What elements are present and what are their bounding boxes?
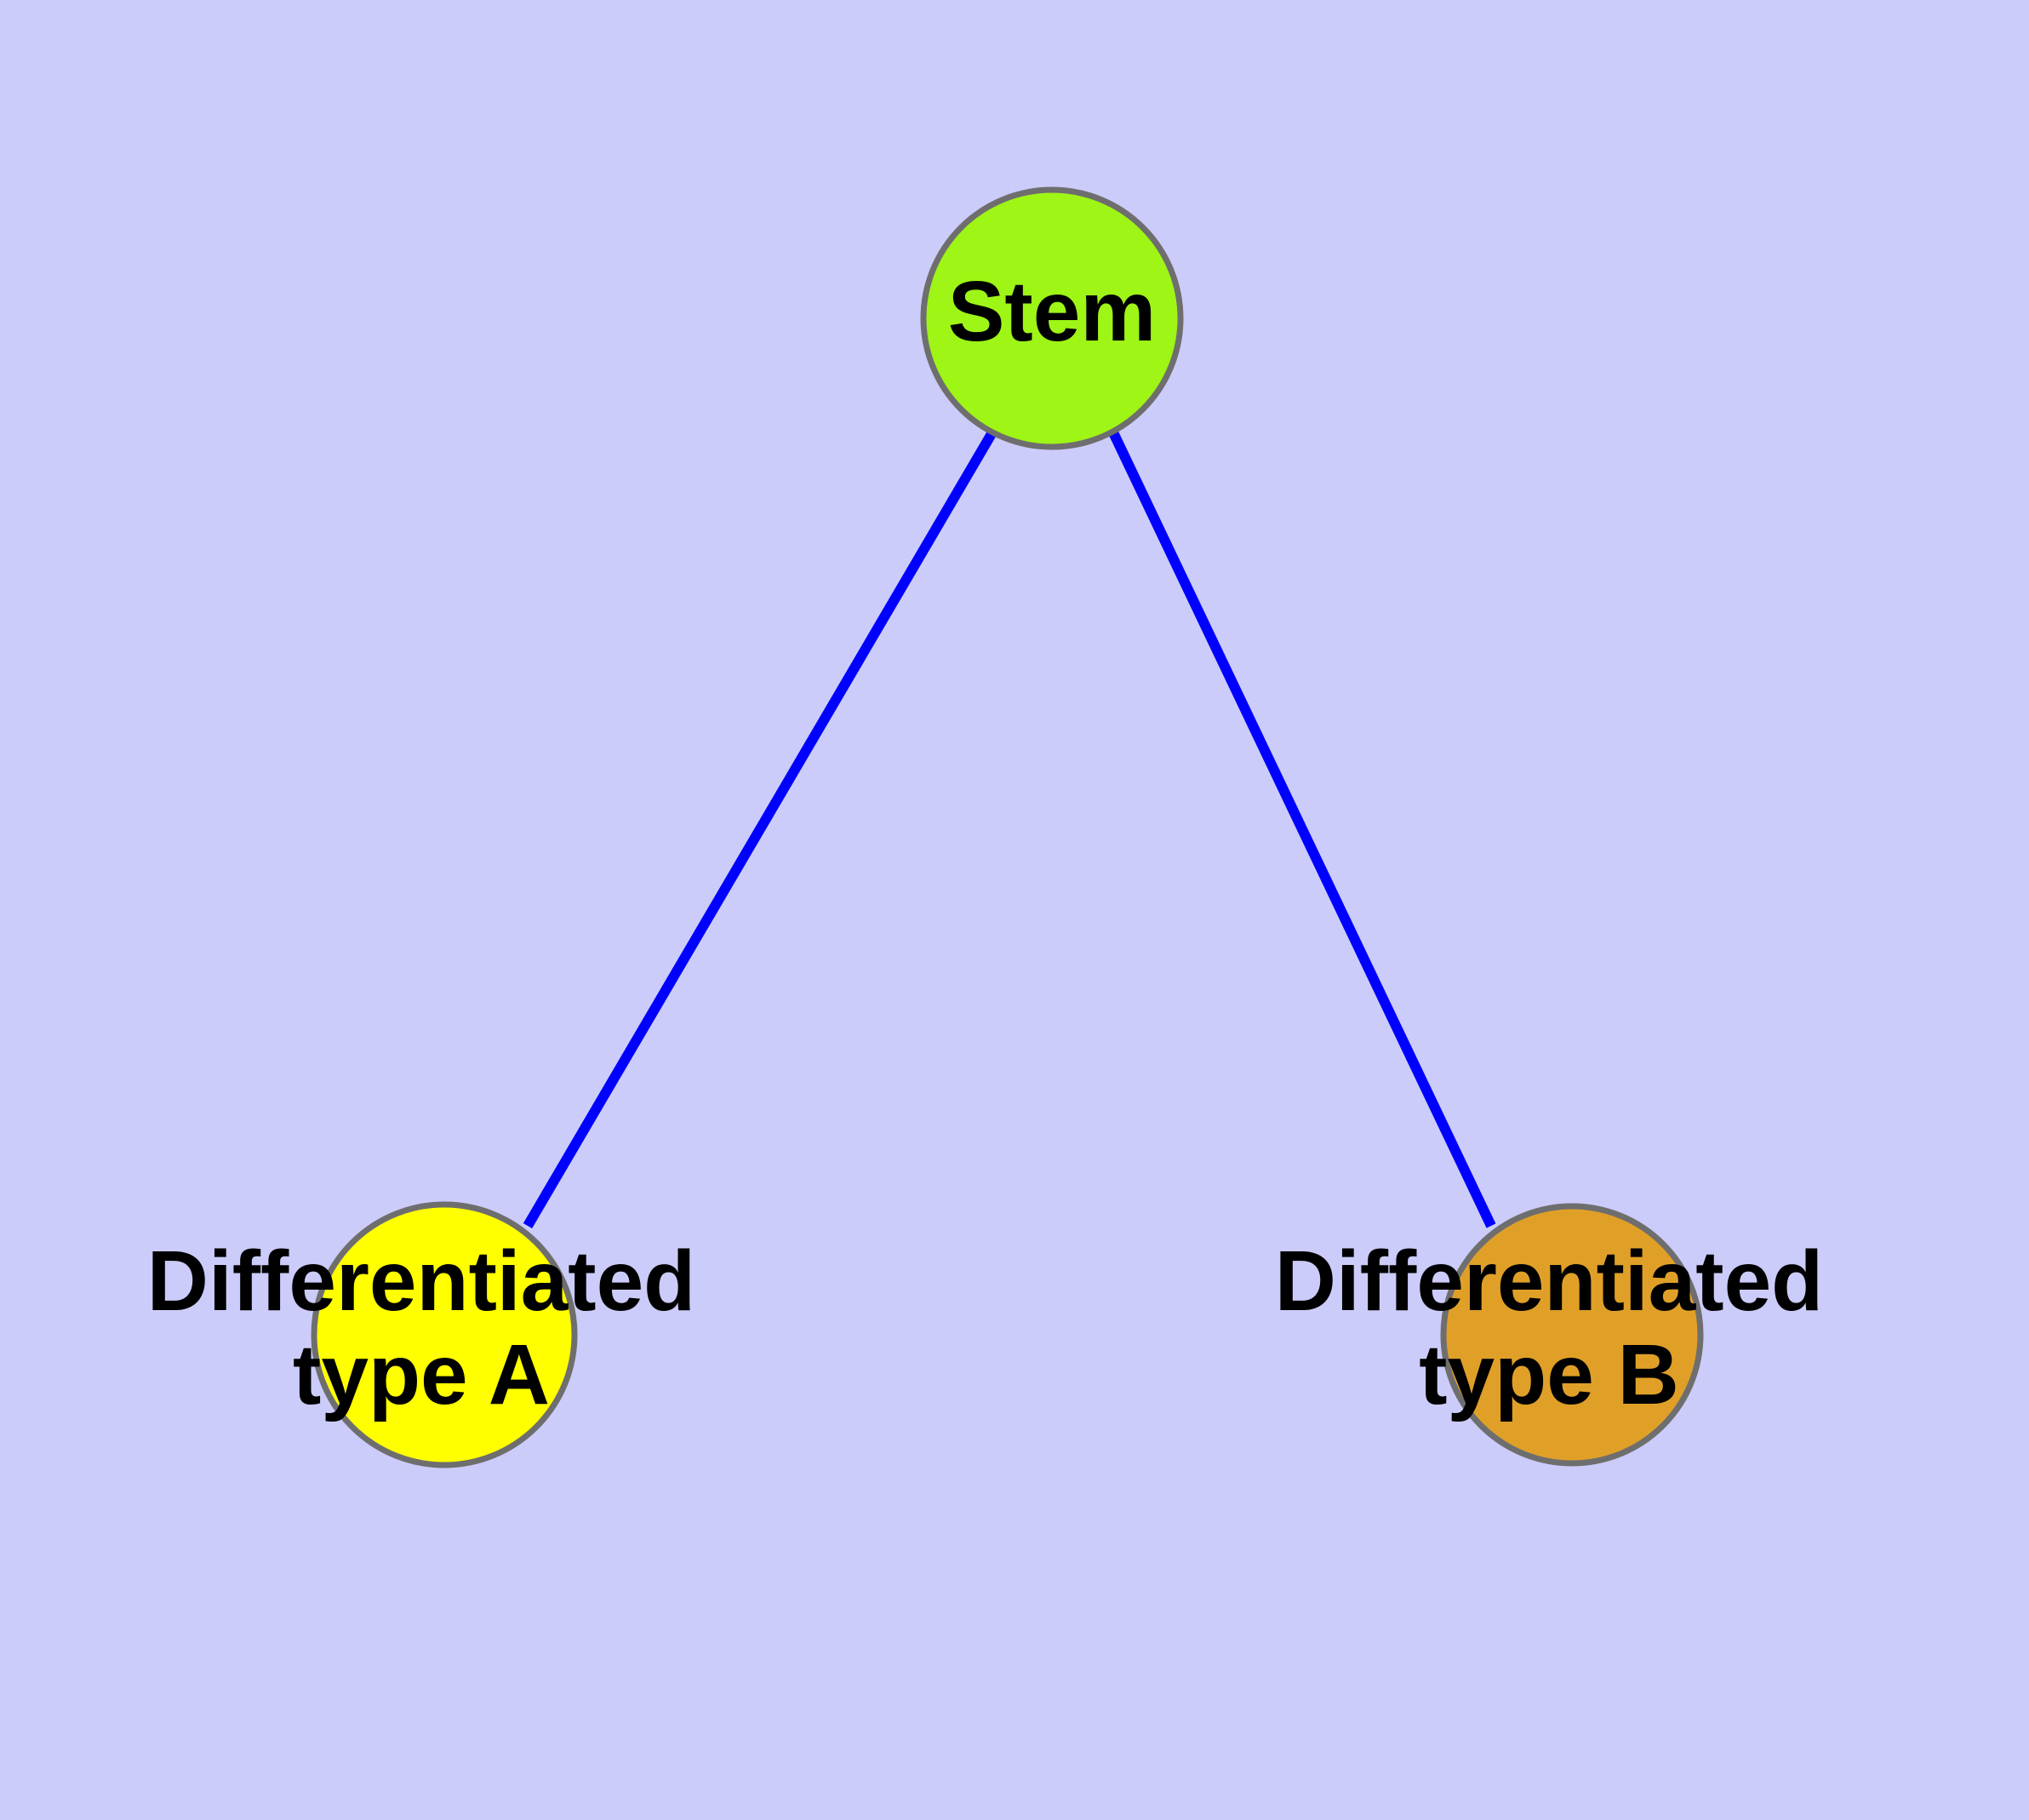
node-label-line: Differentiated	[1275, 1233, 1824, 1329]
node-label-stem: Stem	[948, 264, 1157, 359]
graph-edge-stem-to-diff-a	[523, 429, 997, 1229]
graph-node-diff-b[interactable]	[1440, 1203, 1704, 1467]
node-label-line: Stem	[948, 264, 1157, 359]
graph-node-stem[interactable]	[920, 186, 1184, 450]
nodes-layer	[311, 186, 1704, 1468]
graph-node-diff-a[interactable]	[311, 1201, 578, 1468]
node-label-line: type B	[1419, 1327, 1679, 1422]
edges-layer	[523, 429, 1496, 1229]
node-label-line: Differentiated	[147, 1233, 696, 1329]
node-label-line: type A	[293, 1327, 550, 1422]
graph-edge-stem-to-diff-b	[1108, 430, 1496, 1228]
